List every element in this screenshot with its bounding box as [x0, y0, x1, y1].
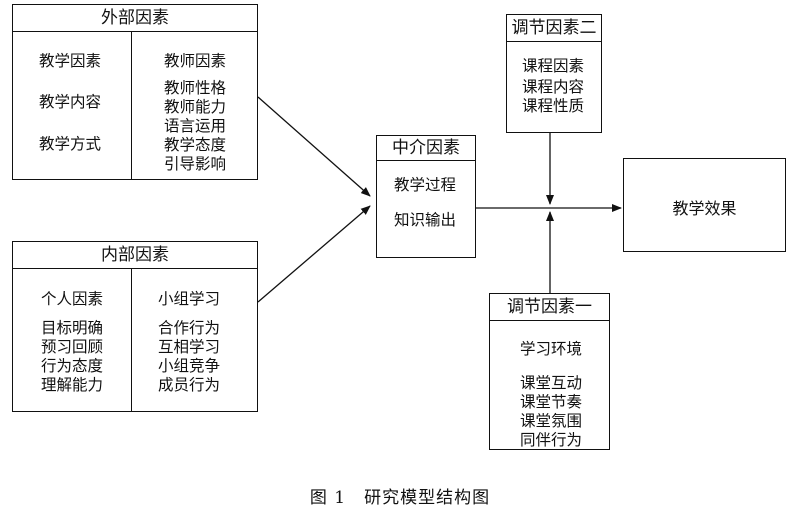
teacher-factors-heading: 教师因素	[164, 52, 227, 70]
internal-right-item: 互相学习	[158, 338, 221, 356]
external-column-divider	[131, 32, 132, 179]
internal-left-item: 目标明确	[41, 319, 104, 337]
mediator-title: 中介因素	[377, 136, 475, 161]
internal-right-item: 成员行为	[158, 376, 221, 394]
internal-left-item: 行为态度	[41, 357, 104, 375]
moderator-one-item: 课堂互动	[520, 374, 583, 392]
mediator-item: 教学过程	[394, 176, 457, 194]
internal-right-item: 小组竞争	[158, 357, 221, 375]
external-right-item: 教师性格	[164, 79, 227, 97]
mediator-item: 知识输出	[394, 211, 457, 229]
internal-left-item: 预习回顾	[41, 338, 104, 356]
internal-right-item: 合作行为	[158, 319, 221, 337]
internal-left-item: 理解能力	[41, 376, 104, 394]
internal-factors-box: 内部因素 个人因素 目标明确 预习回顾 行为态度 理解能力 小组学习 合作行为 …	[12, 241, 258, 412]
internal-factors-title: 内部因素	[13, 242, 257, 269]
internal-left-column: 个人因素 目标明确 预习回顾 行为态度 理解能力	[13, 269, 131, 411]
external-left-item: 教学方式	[39, 135, 102, 153]
teaching-outcome-label: 教学效果	[672, 199, 737, 218]
external-factors-title: 外部因素	[13, 5, 257, 32]
moderator-two-item: 课程性质	[522, 97, 585, 115]
arrow-internal-to-mediator	[257, 205, 371, 303]
external-right-item: 教师能力	[164, 98, 227, 116]
moderator-two-box: 调节因素二 课程因素 课程内容 课程性质	[506, 14, 602, 133]
external-left-column: 教学因素 教学内容 教学方式	[13, 32, 131, 179]
moderator-two-item: 课程内容	[522, 78, 585, 96]
group-learning-heading: 小组学习	[158, 290, 221, 308]
internal-right-column: 小组学习 合作行为 互相学习 小组竞争 成员行为	[132, 269, 259, 411]
moderator-one-title: 调节因素一	[490, 294, 609, 321]
moderator-one-item: 同伴行为	[520, 431, 583, 449]
moderator-two-title: 调节因素二	[507, 15, 601, 42]
figure-caption: 图 1 研究模型结构图	[309, 488, 491, 508]
external-left-item: 教学因素	[39, 52, 102, 70]
external-factors-box: 外部因素 教学因素 教学内容 教学方式 教师因素 教师性格 教师能力 语言运用 …	[12, 4, 258, 180]
mediator-box: 中介因素 教学过程 知识输出	[376, 135, 476, 258]
external-right-item: 教学态度	[164, 136, 227, 154]
learning-environment-heading: 学习环境	[520, 340, 583, 358]
moderator-one-item: 课堂节奏	[520, 393, 583, 411]
external-right-column: 教师因素 教师性格 教师能力 语言运用 教学态度 引导影响	[132, 32, 259, 179]
external-left-item: 教学内容	[39, 93, 102, 111]
moderator-one-item: 课堂氛围	[520, 412, 583, 430]
external-right-item: 语言运用	[164, 117, 227, 135]
moderator-one-box: 调节因素一 学习环境 课堂互动 课堂节奏 课堂氛围 同伴行为	[489, 293, 610, 450]
arrow-external-to-mediator	[257, 96, 371, 197]
external-right-item: 引导影响	[164, 155, 227, 173]
teaching-outcome-box: 教学效果	[623, 158, 786, 252]
course-factors-heading: 课程因素	[522, 57, 585, 75]
personal-factors-heading: 个人因素	[41, 290, 104, 308]
internal-column-divider	[131, 269, 132, 411]
